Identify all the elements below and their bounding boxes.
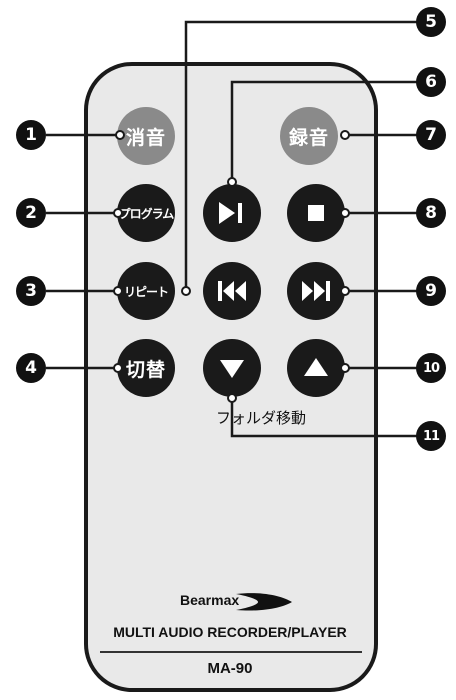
mute-label: 消音	[125, 126, 166, 149]
connector-dot	[340, 363, 350, 373]
previous-track-button[interactable]	[203, 262, 261, 320]
connector-dot	[115, 130, 125, 140]
repeat-button[interactable]: リピート	[117, 262, 175, 320]
program-label: プログラム	[118, 206, 175, 221]
callout-5: 5	[416, 7, 446, 37]
connector-dot	[181, 286, 191, 296]
brand-logo: Bearmax	[180, 592, 240, 608]
callout-7: 7	[416, 120, 446, 150]
folder-move-caption: フォルダ移動	[216, 409, 307, 427]
folder-up-icon	[304, 358, 328, 376]
mute-button[interactable]: 消音	[117, 107, 175, 165]
play-pause-button[interactable]	[203, 184, 261, 242]
switch-label: 切替	[125, 358, 166, 381]
product-name: MULTI AUDIO RECORDER/PLAYER	[113, 624, 347, 640]
callout-9: 9	[416, 276, 446, 306]
callout-1: 1	[16, 120, 46, 150]
next-track-icon	[302, 281, 330, 301]
record-label: 録音	[288, 126, 329, 149]
stop-icon	[308, 205, 324, 221]
switch-button[interactable]: 切替	[117, 339, 175, 397]
connector-dot	[227, 393, 237, 403]
connector-dot	[340, 286, 350, 296]
connector-dot	[113, 208, 123, 218]
callout-2: 2	[16, 198, 46, 228]
connector-dot	[340, 130, 350, 140]
divider	[100, 651, 362, 653]
folder-down-button[interactable]	[203, 339, 261, 397]
stop-button[interactable]	[287, 184, 345, 242]
folder-down-icon	[220, 360, 244, 378]
previous-track-icon	[218, 281, 246, 301]
callout-6: 6	[416, 67, 446, 97]
connector-dot	[113, 363, 123, 373]
callout-4: 4	[16, 353, 46, 383]
folder-up-button[interactable]	[287, 339, 345, 397]
play-pause-icon	[219, 202, 242, 224]
callout-11: 11	[416, 421, 446, 451]
callout-10: 10	[416, 353, 446, 383]
connector-dot	[113, 286, 123, 296]
connector-dot	[340, 208, 350, 218]
next-track-button[interactable]	[287, 262, 345, 320]
connector-dot	[227, 177, 237, 187]
repeat-label: リピート	[123, 284, 169, 299]
record-button[interactable]: 録音	[280, 107, 338, 165]
model-number: MA-90	[207, 660, 253, 677]
callout-8: 8	[416, 198, 446, 228]
callout-3: 3	[16, 276, 46, 306]
program-button[interactable]: プログラム	[117, 184, 175, 242]
